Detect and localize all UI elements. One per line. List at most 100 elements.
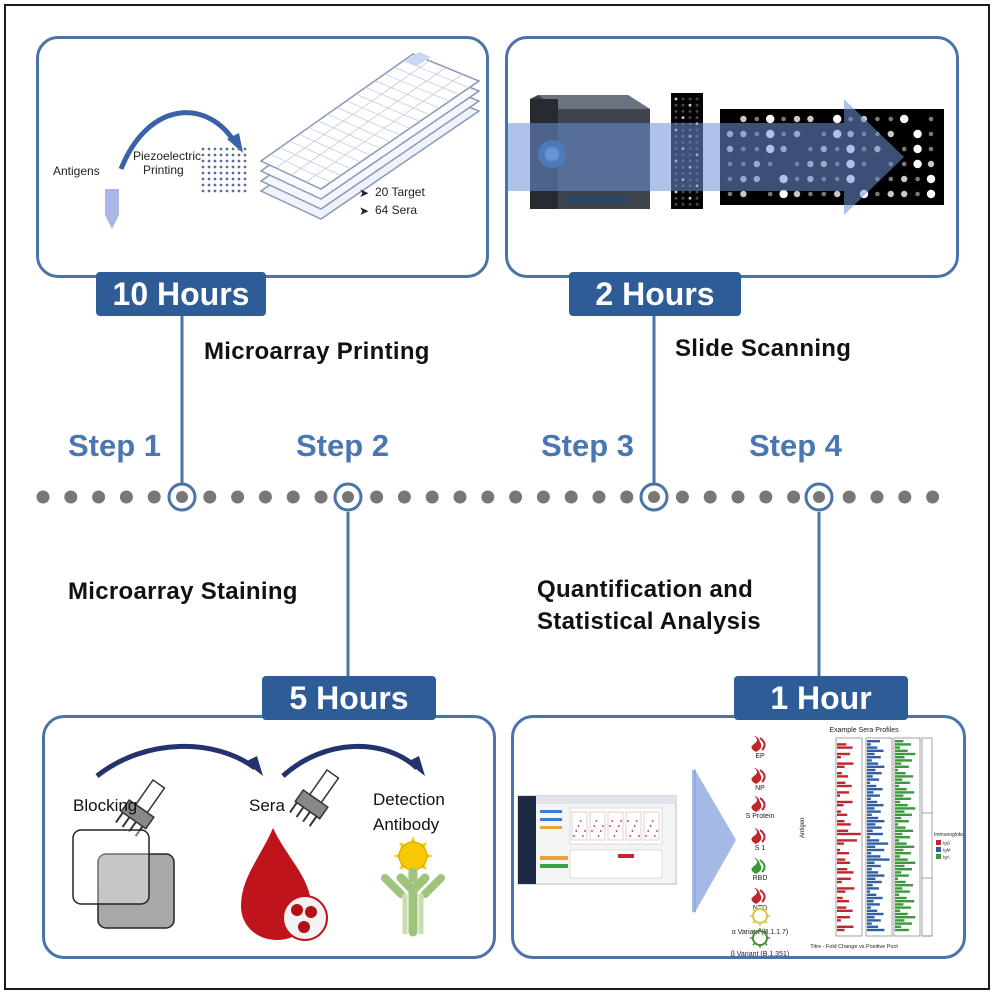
chart-bar (895, 775, 914, 778)
chart-bar (867, 832, 883, 836)
chart-bar (837, 858, 846, 861)
chart-bar (837, 896, 843, 900)
chart-bar (867, 896, 883, 900)
chart-bar (867, 848, 885, 852)
chart-bar (867, 900, 874, 903)
antibody-icon (381, 836, 445, 937)
timeline-dot (425, 490, 439, 504)
legend-swatch (936, 854, 941, 859)
chart-bar (837, 823, 851, 826)
time-badge-step-4: 1 Hour (734, 676, 908, 720)
svg-text:➤: ➤ (359, 186, 369, 200)
chart-bar (837, 871, 854, 874)
blocking-slide-icon (97, 853, 175, 929)
chart-bar (895, 765, 909, 768)
piezo-label-line2: Printing (143, 163, 184, 177)
chart-bar (895, 832, 903, 836)
chart-bar (867, 762, 879, 765)
chart-bar (895, 848, 904, 852)
chart-bar (895, 871, 902, 874)
chart-bar (867, 807, 875, 810)
chart-facet (835, 737, 863, 937)
chart-bar (867, 858, 890, 861)
timeline-dot (36, 490, 50, 504)
antigen-structure-icon (751, 736, 766, 752)
chart-bar (867, 855, 881, 858)
printed-spots (201, 147, 247, 193)
legend-title: Immunoglobulin (934, 832, 963, 838)
chart-bar (867, 925, 879, 928)
chart-bar (837, 887, 855, 890)
blood-cell (291, 904, 303, 916)
chart-bar (867, 836, 870, 839)
chart-bar (867, 880, 882, 884)
chart-bar (867, 877, 876, 880)
chart-bar (837, 839, 857, 842)
chart-bar (837, 925, 854, 928)
chart-bar (837, 919, 841, 922)
chart-bar (837, 784, 852, 788)
chart-bar (837, 794, 840, 797)
chart-bar (895, 884, 914, 887)
sera-label: Sera (249, 796, 285, 815)
chart-bar (867, 890, 870, 893)
antigen-structure-icon (751, 796, 766, 812)
timeline-dot (286, 490, 300, 504)
chart-bar (895, 890, 910, 893)
chart-bar (895, 781, 910, 784)
printing-illustration: ➤ ➤ (105, 52, 481, 229)
chart-bar (867, 794, 880, 797)
timeline-dot (620, 490, 634, 504)
chart-bar (837, 810, 841, 813)
chart-bar (867, 829, 873, 832)
chart-bar (895, 810, 905, 813)
chart-bar (837, 890, 846, 893)
chart-bar (867, 752, 875, 756)
chart-bar (837, 752, 850, 756)
timeline-dot (759, 490, 773, 504)
chart-y-label: Antigen (800, 818, 806, 838)
chart-bar (867, 746, 878, 749)
timeline-dot (314, 490, 328, 504)
chart-bar (867, 903, 880, 906)
chart-bar (895, 900, 915, 903)
chart-bar (837, 765, 845, 768)
analysis-arrow-icon (694, 768, 736, 914)
chart-bar (895, 800, 901, 804)
timeline-dot (870, 490, 884, 504)
chart-bar (895, 743, 911, 746)
step-1-label: Step 1 (68, 428, 162, 463)
timeline-dot (509, 490, 523, 504)
antigen-structure-icon (751, 768, 766, 784)
chart-bar (837, 880, 842, 884)
chart-bar (895, 874, 909, 877)
chart-bar (867, 778, 879, 781)
antigen-label: α Variant (B.1.1.7) (732, 929, 788, 936)
chart-bar (895, 778, 903, 781)
chart-bar (895, 788, 907, 791)
chart-bar (837, 772, 842, 775)
chart-bar (895, 813, 913, 816)
timeline-dot (147, 490, 161, 504)
chart-bar (867, 845, 876, 848)
legend-item: IgM (943, 848, 951, 853)
chart-bar (895, 762, 902, 765)
legend-item: IgA (943, 855, 950, 860)
caption-analysis-line2: Statistical Analysis (537, 608, 761, 635)
step-2-label: Step 2 (296, 428, 390, 463)
chart-bar (837, 832, 861, 836)
virus-icon (750, 906, 770, 926)
timeline-dot (203, 490, 217, 504)
chart-bar (895, 903, 904, 906)
detection-label-line1: Detection (373, 790, 445, 809)
chart-bar (867, 791, 874, 794)
chart-bar (867, 861, 875, 864)
chart-bar (895, 906, 911, 909)
step-2-node-center (342, 491, 354, 503)
timeline-dot (898, 490, 912, 504)
chart-bar (837, 775, 849, 778)
chart-bar (895, 919, 905, 922)
chart-bar (895, 772, 906, 775)
chart-bar (895, 804, 908, 807)
